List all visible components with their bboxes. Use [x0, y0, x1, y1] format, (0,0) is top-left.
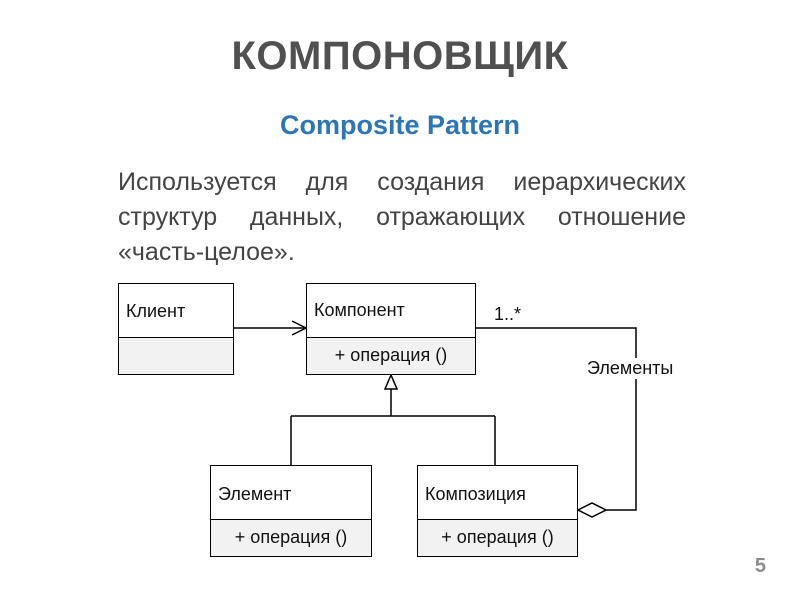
class-client-name: Клиент: [126, 301, 186, 321]
class-component-operations: + операция (): [307, 337, 475, 374]
class-composite: Композиция + операция (): [417, 465, 578, 557]
class-leaf: Элемент + операция (): [210, 465, 372, 557]
aggregation-diamond: [576, 502, 608, 518]
aggregation-line: [476, 327, 637, 511]
page-number: 5: [754, 555, 766, 577]
class-component: Компонент + операция (): [306, 283, 476, 375]
class-composite-name: Композиция: [425, 484, 526, 504]
slide-subtitle: Composite Pattern: [279, 110, 521, 140]
role-label: Элементы: [587, 358, 674, 379]
class-leaf-operations: + операция (): [211, 519, 371, 556]
class-composite-operations: + операция (): [418, 519, 577, 556]
class-component-name: Компонент: [314, 300, 405, 320]
slide-description: Используется для создания иерархических …: [118, 168, 686, 266]
class-client-operations: [119, 337, 233, 374]
class-client: Клиент: [118, 283, 234, 375]
class-leaf-name: Элемент: [218, 484, 292, 504]
slide-title: КОМПОНОВЩИК: [231, 34, 569, 78]
multiplicity-label: 1..*: [494, 304, 522, 324]
generalization-triangle: [383, 373, 399, 390]
